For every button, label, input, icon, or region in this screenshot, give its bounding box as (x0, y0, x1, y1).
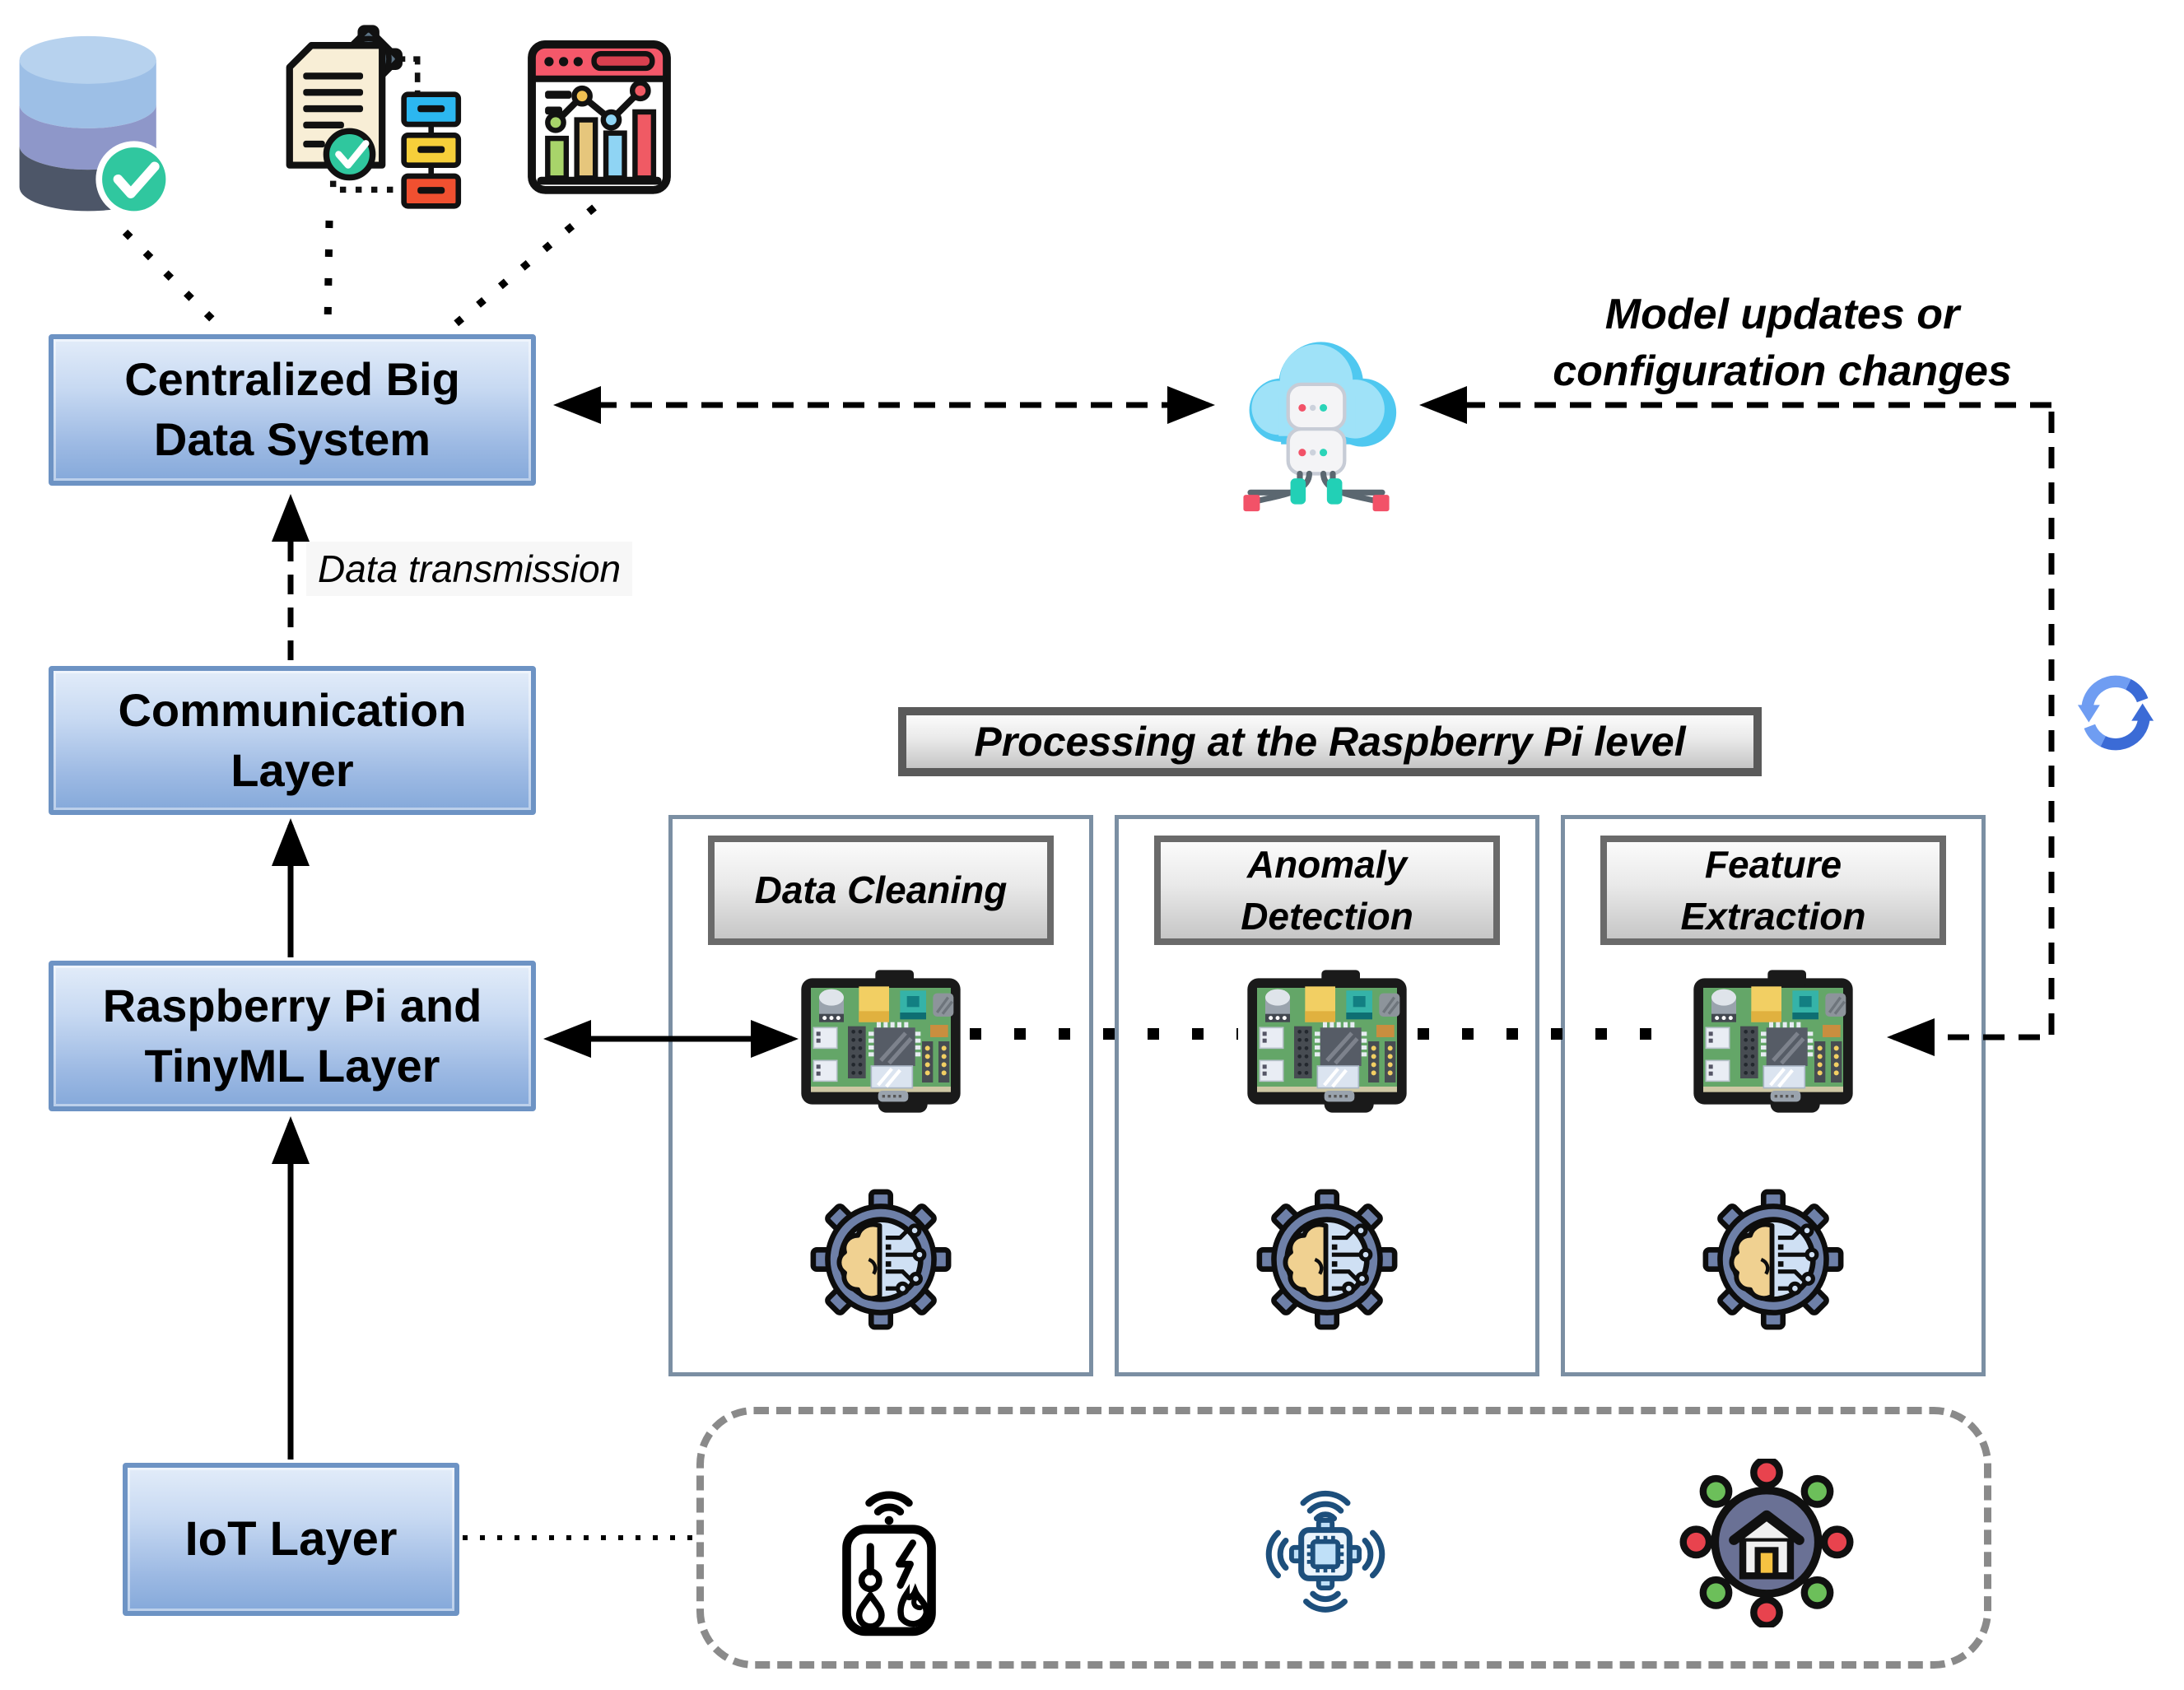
data-transmission-label: Data transmission (306, 542, 633, 596)
step-label-feature-extraction: Feature Extraction (1600, 836, 1946, 945)
dotted-link-document (324, 220, 333, 328)
sync-arrows-icon (2076, 673, 2155, 757)
ml-gear-brain-icon (1255, 1187, 1399, 1336)
dotted-link-database (122, 229, 224, 331)
step-label-anomaly-detection: Anomaly Detection (1154, 836, 1500, 945)
layer-box-centralized-label: Centralized Big Data System (124, 353, 460, 465)
processing-header-label: Processing at the Raspberry Pi level (974, 719, 1686, 765)
smart-home-network-icon (1679, 1455, 1854, 1632)
layer-box-raspberry-label: Raspberry Pi and TinyML Layer (102, 979, 482, 1092)
step-label-anomaly-detection-text: Anomaly Detection (1241, 843, 1413, 938)
step-label-data-cleaning-text: Data Cleaning (754, 868, 1008, 912)
sensor-panel-icon (811, 1472, 967, 1641)
dotted-link-chart (449, 204, 597, 331)
cloud-server-icon (1222, 316, 1411, 514)
step-label-data-cleaning: Data Cleaning (708, 836, 1054, 945)
layer-box-iot-label: IoT Layer (184, 1512, 398, 1567)
model-updates-label: Model updates or configuration changes (1553, 291, 2012, 395)
raspberry-pi-board-icon (799, 970, 963, 1117)
layer-box-communication-label: Communication Layer (118, 683, 467, 796)
analytics-chart-icon (525, 37, 673, 200)
ml-gear-brain-icon (808, 1187, 953, 1336)
layer-box-communication: Communication Layer (49, 666, 536, 815)
raspberry-pi-board-icon (1245, 970, 1409, 1117)
layer-box-centralized: Centralized Big Data System (49, 334, 536, 486)
wireless-chip-icon (1235, 1482, 1416, 1631)
layer-box-raspberry: Raspberry Pi and TinyML Layer (49, 961, 536, 1111)
ml-gear-brain-icon (1701, 1187, 1846, 1336)
step-label-feature-extraction-text: Feature Extraction (1680, 843, 1866, 938)
database-check-icon (12, 33, 173, 221)
processing-header: Processing at the Raspberry Pi level (898, 707, 1762, 776)
layer-box-iot: IoT Layer (123, 1463, 459, 1616)
raspberry-pi-board-icon (1691, 970, 1856, 1117)
document-process-icon (265, 18, 469, 212)
